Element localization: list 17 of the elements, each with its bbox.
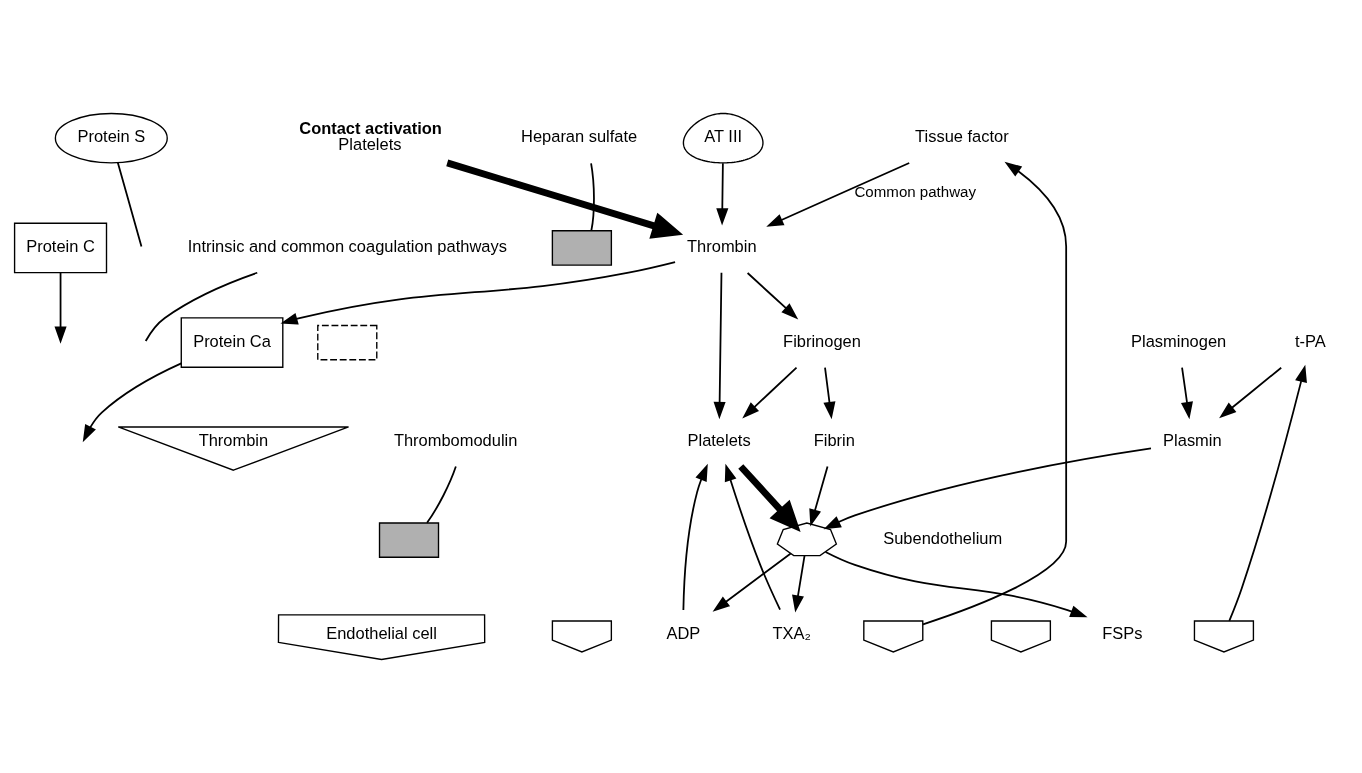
node-text: Tissue factor [915,127,1009,146]
node-text: Intrinsic and common coagulation pathways [187,237,507,256]
edge-label: Common pathway [854,182,977,200]
node-text: Fibrinogen [783,331,861,350]
node-text: TXA₂ [772,624,811,643]
node-text: Plasminogen [1131,331,1227,350]
node-text: Fibrin [813,430,855,449]
label: Subendothelium [883,529,1003,548]
node-text: Thrombomodulin [393,430,518,449]
node-text: Contact activation Platelets [299,118,442,153]
node-text: ADP [666,624,701,643]
node-text: Thrombin [687,237,757,256]
node-text: Platelets [687,430,751,449]
node-text: t-PA [1294,331,1326,350]
node-text: Heparan sulfate [521,127,638,146]
node-text: Plasmin [1163,430,1222,449]
node-text: FSPs [1102,624,1143,643]
